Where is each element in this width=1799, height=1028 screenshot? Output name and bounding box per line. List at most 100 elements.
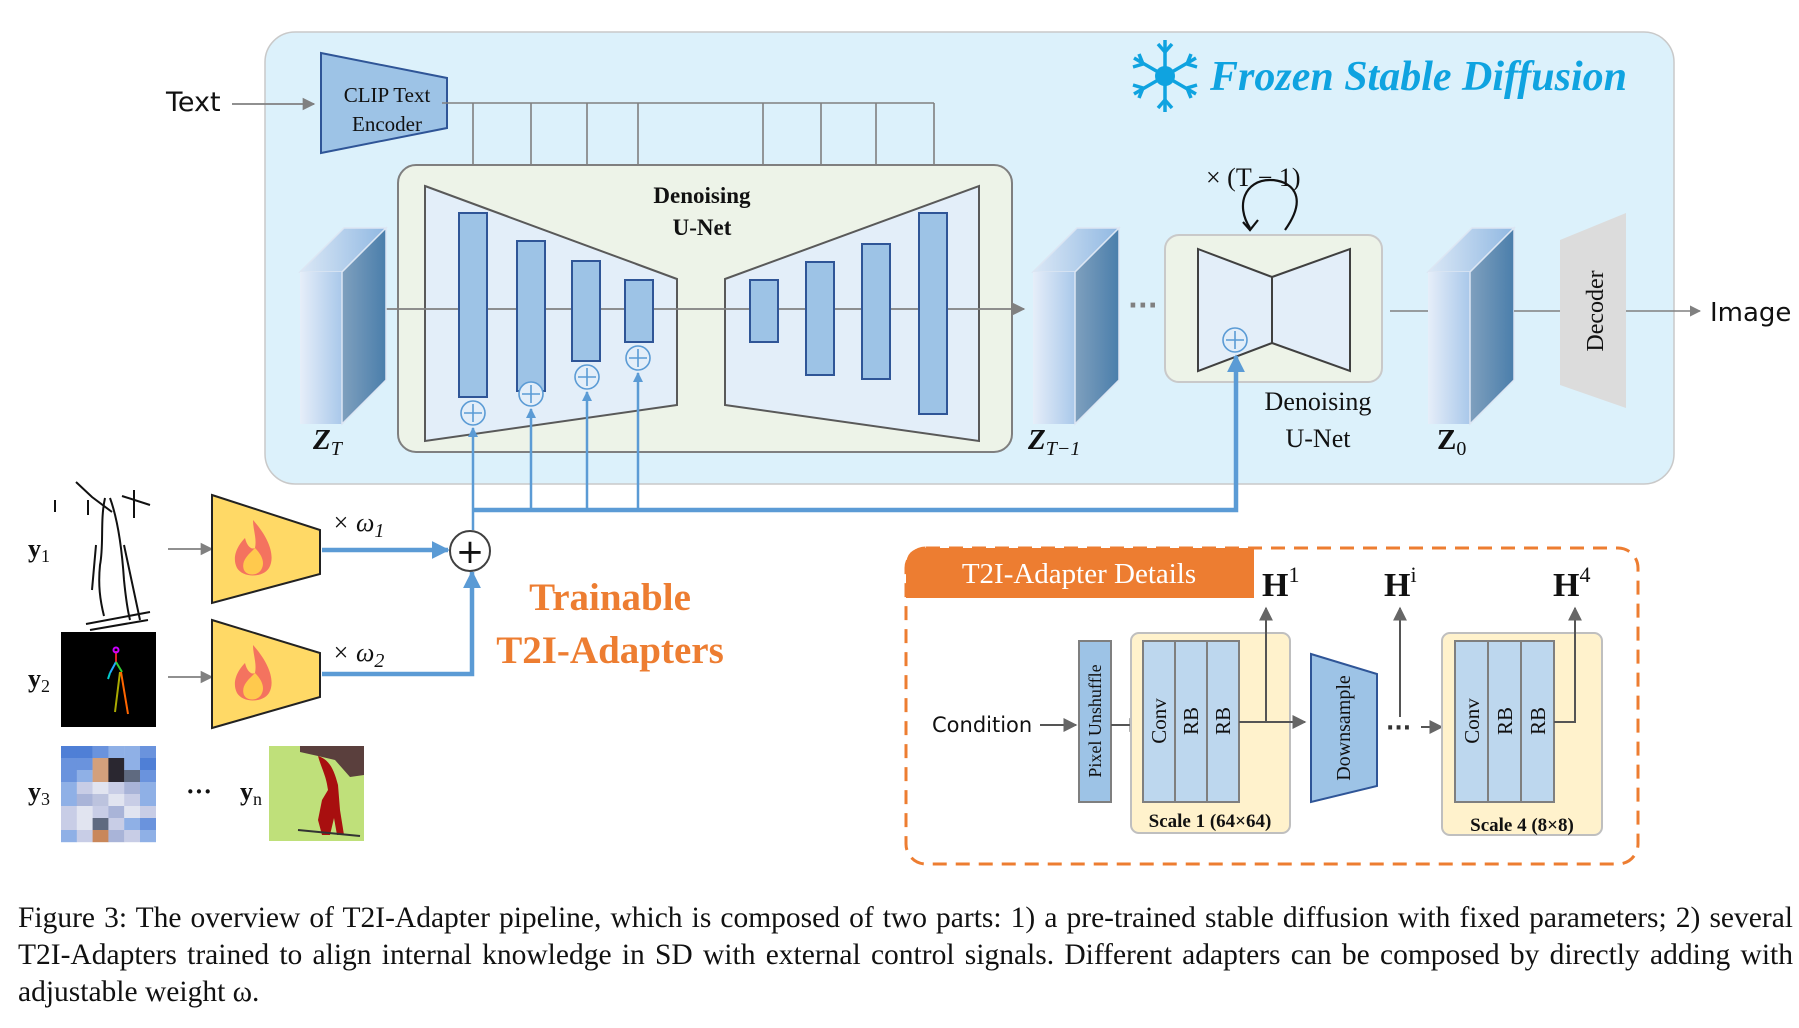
color-map-pixel <box>92 806 109 819</box>
details-ellipsis: ··· <box>1386 716 1411 741</box>
color-map-pixel <box>124 770 141 783</box>
color-map-pixel <box>124 758 141 771</box>
color-map-pixel <box>92 782 109 795</box>
color-map-pixel <box>108 782 125 795</box>
color-map-pixel <box>108 758 125 771</box>
color-map-pixel <box>124 806 141 819</box>
color-map-pixel <box>108 806 125 819</box>
latent-zt-minus-1-label: ZT−1 <box>1027 424 1080 460</box>
color-map-pixel <box>76 746 93 759</box>
add-icon <box>625 345 651 371</box>
color-map-pixel <box>76 830 93 843</box>
color-map-pixel <box>108 830 125 843</box>
unet-title-line2: U-Net <box>673 215 732 240</box>
color-map-pixel <box>61 782 77 795</box>
weight-omega-1: × ω1 <box>332 508 384 542</box>
scale-4-label: Scale 4 (8×8) <box>1470 815 1574 836</box>
encoder-block-2 <box>516 240 546 392</box>
color-map-pixel <box>76 806 93 819</box>
unet2-label-line2: U-Net <box>1286 424 1352 453</box>
decoder-block-2 <box>805 261 835 376</box>
svg-text:Pixel Unshuffle: Pixel Unshuffle <box>1085 664 1105 777</box>
figure-caption: Figure 3: The overview of T2I-Adapter pi… <box>18 900 1793 1011</box>
color-map-pixel <box>140 806 156 819</box>
input-label: y2 <box>28 664 50 696</box>
color-map-pixel <box>76 758 93 771</box>
trainable-adapters-title-line2: T2I-Adapters <box>496 629 724 672</box>
repeat-label: × (T − 1) <box>1206 163 1301 192</box>
add-icon <box>574 364 600 390</box>
input-label: y1 <box>28 534 50 566</box>
color-map-pixel <box>61 758 77 771</box>
input-label: y3 <box>28 777 50 809</box>
clip-label-line2: Encoder <box>352 112 422 136</box>
color-map-pixel <box>61 818 77 831</box>
inputs-ellipsis: ··· <box>186 777 212 806</box>
color-map-pixel <box>108 770 125 783</box>
output-h1: H1 <box>1262 562 1299 604</box>
color-map-pixel <box>76 794 93 807</box>
color-map-pixel <box>61 770 77 783</box>
scale-4-group: Conv RB RB Scale 4 (8×8) <box>1441 632 1603 836</box>
decoder-block-4 <box>918 212 948 415</box>
add-icon <box>518 381 544 407</box>
denoising-unet-repeat: Denoising U-Net <box>1164 234 1383 453</box>
svg-text:+: + <box>456 532 485 572</box>
output-h4: H4 <box>1553 562 1590 604</box>
adapter-2: × ω2 <box>211 618 384 730</box>
color-map-pixel <box>140 770 156 783</box>
color-map-pixel <box>140 830 156 843</box>
input-yn-segmentation: yn <box>240 746 364 841</box>
flame-icon <box>234 520 272 576</box>
color-map-pixel <box>140 746 156 759</box>
color-map-pixel <box>76 818 93 831</box>
scale-1-label: Scale 1 (64×64) <box>1149 811 1272 832</box>
text-input-label: Text <box>165 87 221 118</box>
encoder-block-1 <box>458 212 488 398</box>
add-icon <box>1222 327 1248 353</box>
decoder-block: Decoder <box>1560 213 1626 408</box>
color-map-pixel <box>92 818 109 831</box>
weight-omega-2: × ω2 <box>332 638 384 672</box>
color-map-pixel <box>140 794 156 807</box>
snowflake-icon <box>1132 40 1198 112</box>
block-rb: RB <box>1179 707 1203 735</box>
decoder-block-1 <box>749 279 779 343</box>
encoder-block-4 <box>624 279 654 343</box>
block-rb: RB <box>1211 707 1235 735</box>
color-map-pixel <box>61 746 77 759</box>
input-y3-color: y3 <box>28 746 156 843</box>
color-map-pixel <box>140 782 156 795</box>
unet-title-line1: Denoising <box>653 183 751 208</box>
denoising-unet-main: Denoising U-Net <box>340 164 1026 453</box>
loop-arrow-icon <box>1241 178 1298 231</box>
color-map-pixel <box>61 830 77 843</box>
color-map-pixel <box>92 830 109 843</box>
output-hi: Hi <box>1384 562 1417 604</box>
trainable-adapters-title-line1: Trainable <box>529 576 691 619</box>
clip-text-encoder: CLIP Text Encoder <box>320 51 448 155</box>
decoder-block-3 <box>861 243 891 380</box>
color-map-pixel <box>92 746 109 759</box>
details-title: T2I-Adapter Details <box>962 558 1196 590</box>
color-map-pixel <box>124 830 141 843</box>
input-label: yn <box>240 777 262 809</box>
color-map-pixel <box>76 782 93 795</box>
color-map-pixel <box>140 818 156 831</box>
latent-z0-label: Z0 <box>1437 424 1466 460</box>
color-map-pixel <box>61 806 77 819</box>
color-map-pixel <box>124 782 141 795</box>
output-image-label: Image <box>1710 298 1791 328</box>
clip-label-line1: CLIP Text <box>344 83 431 107</box>
color-map-pixel <box>108 794 125 807</box>
adapter-feature-lines <box>322 354 1245 677</box>
sd-ellipsis: ··· <box>1128 291 1158 321</box>
color-map-pixel <box>108 818 125 831</box>
color-map-pixel <box>92 794 109 807</box>
downsample-block: Downsample <box>1310 652 1378 804</box>
color-map-pixel <box>61 794 77 807</box>
flame-icon <box>234 645 272 701</box>
color-map-pixel <box>124 794 141 807</box>
add-icon <box>460 400 486 426</box>
